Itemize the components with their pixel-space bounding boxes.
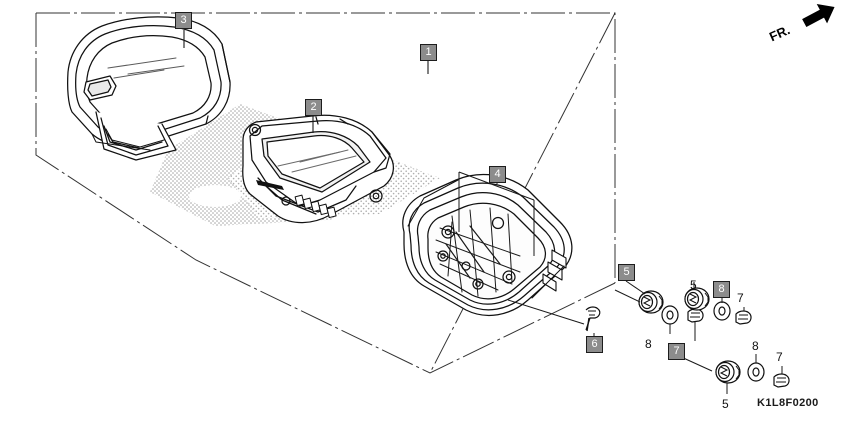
orientation-marker: FR. bbox=[766, 8, 838, 50]
part-3-meter-visor bbox=[67, 16, 231, 161]
callout-8-collar[interactable]: 8 bbox=[713, 281, 730, 298]
part-8-collar-c bbox=[747, 362, 765, 382]
label-8-collar-left: 8 bbox=[645, 337, 652, 351]
part-4-meter-case bbox=[402, 173, 573, 317]
part-2-meter-assembly bbox=[242, 114, 394, 224]
fr-label: FR. bbox=[766, 22, 793, 45]
label-7-nut-low: 7 bbox=[776, 350, 783, 364]
part-8-collar-b bbox=[713, 301, 731, 321]
label-7-nut-right: 7 bbox=[737, 291, 744, 305]
callout-3-meter-visor[interactable]: 3 bbox=[175, 12, 192, 29]
leader-line-6-to-case bbox=[507, 299, 585, 325]
callout-6-screw[interactable]: 6 bbox=[586, 336, 603, 353]
part-7-nut-a bbox=[687, 308, 704, 323]
part-5-grommet-b bbox=[684, 287, 710, 311]
callout-2-meter-unit[interactable]: 2 bbox=[305, 99, 322, 116]
part-code-label: K1L8F0200 bbox=[757, 397, 819, 409]
callout-4-meter-case[interactable]: 4 bbox=[489, 166, 506, 183]
part-8-collar-a bbox=[661, 305, 679, 325]
label-8-collar-low: 8 bbox=[752, 339, 759, 353]
part-7-nut-b bbox=[735, 310, 752, 325]
callout-5-grommet[interactable]: 5 bbox=[618, 264, 635, 281]
part-6-screw bbox=[585, 306, 601, 332]
callout-7-nut[interactable]: 7 bbox=[668, 343, 685, 360]
part-7-nut-c bbox=[773, 373, 790, 388]
callout-1-assembly[interactable]: 1 bbox=[420, 44, 437, 61]
label-5-grommet-mid: 5 bbox=[690, 278, 697, 292]
part-5-grommet-a bbox=[638, 290, 664, 314]
label-5-grommet-low: 5 bbox=[722, 397, 729, 411]
part-5-grommet-c bbox=[715, 360, 741, 384]
leader-line-5a bbox=[625, 280, 646, 295]
leader-line-5a-aux bbox=[614, 289, 641, 303]
fr-arrow-icon bbox=[802, 3, 835, 28]
